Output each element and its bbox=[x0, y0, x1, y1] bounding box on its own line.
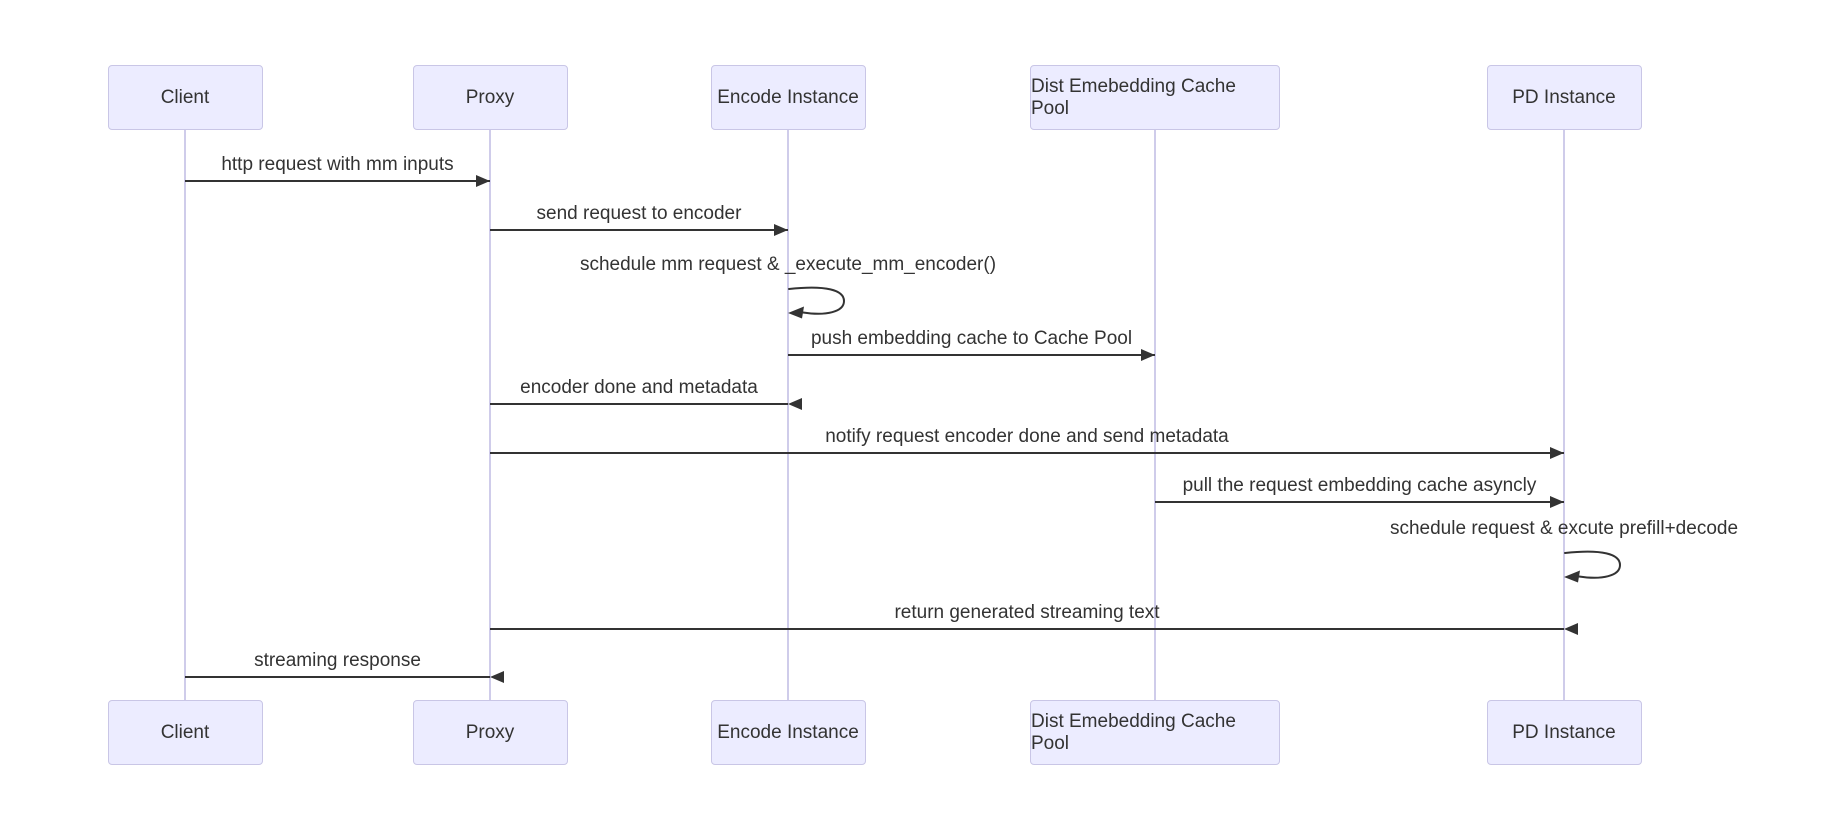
message-label: http request with mm inputs bbox=[221, 154, 454, 175]
message-label: streaming response bbox=[254, 650, 421, 671]
actor-box-bottom-pd-instance: PD Instance bbox=[1486, 700, 1642, 765]
actor-label: Encode Instance bbox=[717, 86, 859, 108]
lifeline-dist-emebedding-cache-pool bbox=[1154, 130, 1156, 700]
actor-label: Proxy bbox=[465, 86, 515, 108]
actor-label: PD Instance bbox=[1512, 86, 1616, 108]
actor-label: Dist Emebedding Cache Pool bbox=[1031, 75, 1236, 119]
arrowhead-icon bbox=[788, 398, 802, 410]
actor-box-top-proxy: Proxy bbox=[412, 65, 568, 130]
self-loop-icon bbox=[788, 285, 848, 319]
message-label: notify request encoder done and send met… bbox=[825, 426, 1229, 447]
actor-box-top-client: Client bbox=[107, 65, 263, 130]
actor-label: Encode Instance bbox=[717, 721, 859, 743]
lifeline-proxy bbox=[489, 130, 491, 700]
actor-box-top-encode-instance: Encode Instance bbox=[710, 65, 866, 130]
actor-box-top-dist-emebedding-cache-pool: Dist Emebedding Cache Pool bbox=[1030, 65, 1280, 130]
arrowhead-icon bbox=[1550, 496, 1564, 508]
arrowhead-icon bbox=[490, 671, 504, 683]
message-label: schedule mm request & _execute_mm_encode… bbox=[579, 254, 997, 275]
message-arrow-line bbox=[490, 452, 1564, 454]
message-arrow-line bbox=[185, 180, 490, 182]
message-label: push embedding cache to Cache Pool bbox=[810, 328, 1133, 349]
message-label: pull the request embedding cache asyncly bbox=[1182, 475, 1537, 496]
message-label: send request to encoder bbox=[536, 203, 742, 224]
actor-label: Dist Emebedding Cache Pool bbox=[1031, 710, 1236, 754]
actor-box-bottom-client: Client bbox=[107, 700, 263, 765]
message-arrow-line bbox=[490, 628, 1564, 630]
arrowhead-icon bbox=[1550, 447, 1564, 459]
actor-box-bottom-encode-instance: Encode Instance bbox=[710, 700, 866, 765]
arrowhead-icon bbox=[1141, 349, 1155, 361]
message-arrow-line bbox=[490, 403, 788, 405]
message-arrow-line bbox=[788, 354, 1155, 356]
message-arrow-line bbox=[185, 676, 490, 678]
lifeline-client bbox=[184, 130, 186, 700]
message-label: encoder done and metadata bbox=[520, 377, 758, 398]
actor-label: Proxy bbox=[465, 721, 515, 743]
actor-label: Client bbox=[160, 86, 210, 108]
actor-box-bottom-dist-emebedding-cache-pool: Dist Emebedding Cache Pool bbox=[1030, 700, 1280, 765]
lifeline-encode-instance bbox=[787, 130, 789, 700]
actor-box-bottom-proxy: Proxy bbox=[412, 700, 568, 765]
actor-box-top-pd-instance: PD Instance bbox=[1486, 65, 1642, 130]
arrowhead-icon bbox=[1564, 623, 1578, 635]
message-label: return generated streaming text bbox=[894, 602, 1160, 623]
arrowhead-icon bbox=[476, 175, 490, 187]
message-arrow-line bbox=[1155, 501, 1564, 503]
message-label: schedule request & excute prefill+decode bbox=[1389, 518, 1739, 539]
self-loop-icon bbox=[1564, 549, 1624, 583]
arrowhead-icon bbox=[774, 224, 788, 236]
message-arrow-line bbox=[490, 229, 788, 231]
lifeline-pd-instance bbox=[1563, 130, 1565, 700]
actor-label: PD Instance bbox=[1512, 721, 1616, 743]
actor-label: Client bbox=[160, 721, 210, 743]
